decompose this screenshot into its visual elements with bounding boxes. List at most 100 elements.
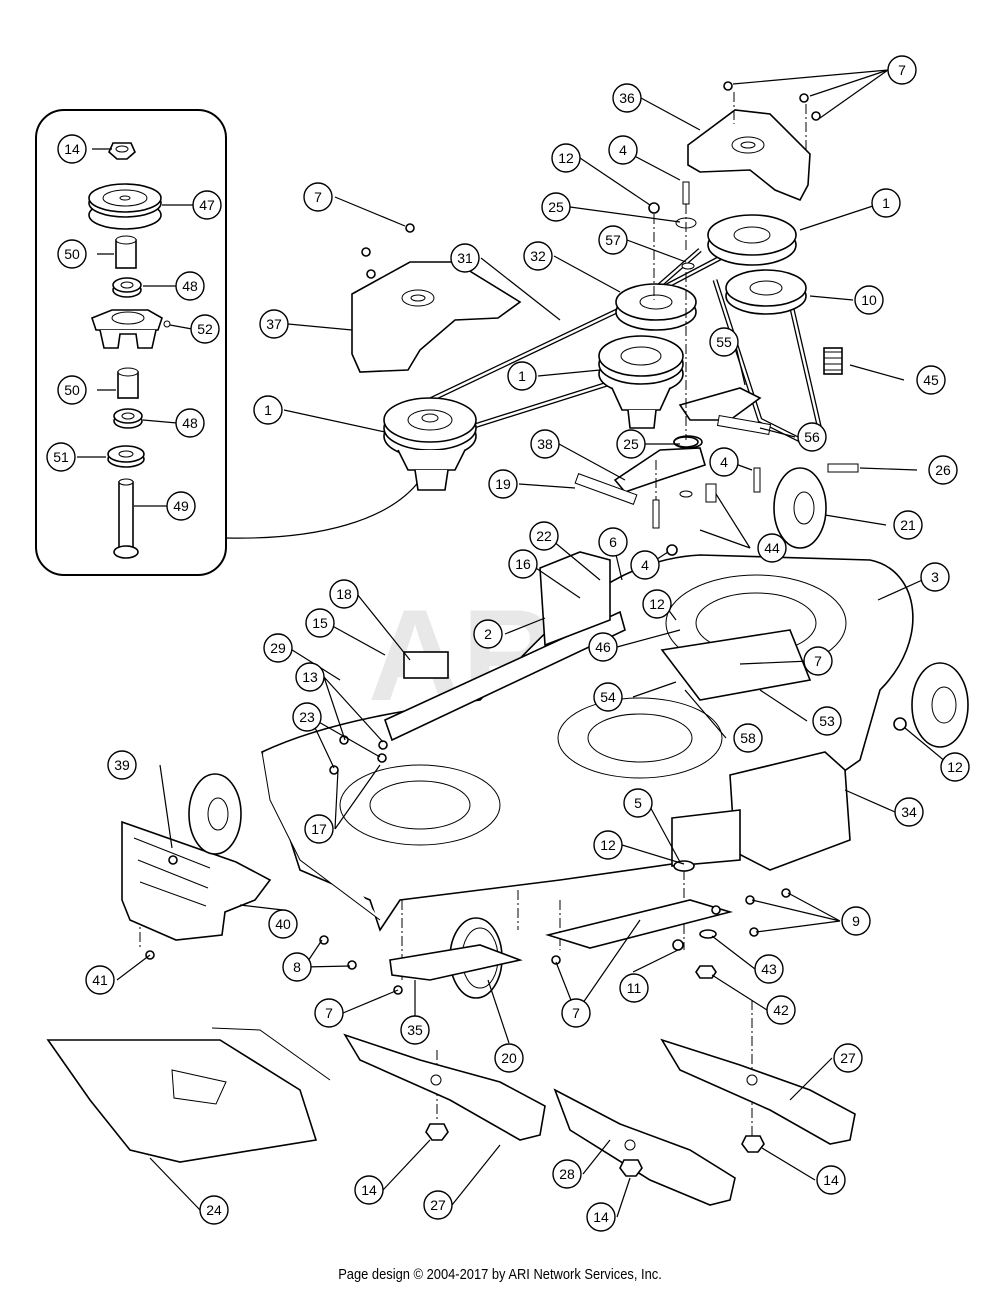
callout-39: 39 [107,750,137,780]
svg-text:8: 8 [293,959,301,975]
callout-15: 15 [305,608,335,638]
spacer-bottom [117,367,139,399]
callout-17: 17 [304,814,334,844]
callout-12: 12 [940,752,970,782]
bearing-top [112,277,142,298]
wheel-right [911,662,969,748]
discharge-chute [46,1027,331,1163]
callout-14: 14 [816,1165,846,1195]
callout-12: 12 [551,143,581,173]
callout-58: 58 [733,723,763,753]
svg-text:50: 50 [64,246,80,262]
callout-41: 41 [85,965,115,995]
svg-text:50: 50 [64,382,80,398]
idler-pulley-32 [615,283,697,331]
svg-text:38: 38 [537,436,553,452]
callout-4: 4 [630,550,660,580]
svg-text:48: 48 [182,415,198,431]
callout-35: 35 [400,1015,430,1045]
svg-text:27: 27 [430,1197,446,1213]
svg-text:36: 36 [619,90,635,106]
mulch-cover [121,820,272,941]
callout-4: 4 [608,135,638,165]
left-pulley-cover [351,261,522,373]
svg-text:51: 51 [53,449,69,465]
callout-6: 6 [598,527,628,557]
callout-50: 50 [57,375,87,405]
callout-20: 20 [494,1043,524,1073]
callout-19: 19 [488,469,518,499]
svg-text:45: 45 [923,372,939,388]
svg-text:52: 52 [197,321,213,337]
callout-50: 50 [57,239,87,269]
callout-14: 14 [354,1175,384,1205]
svg-text:1: 1 [518,368,526,384]
svg-text:39: 39 [114,757,130,773]
svg-text:48: 48 [182,278,198,294]
svg-text:14: 14 [361,1182,377,1198]
callout-40: 40 [268,909,298,939]
svg-text:43: 43 [761,961,777,977]
callout-5: 5 [623,788,653,818]
wheel-rear-left [188,773,242,855]
wheel-21 [773,467,827,549]
callout-21: 21 [893,510,923,540]
callout-52: 52 [190,314,220,344]
spacer-top [115,235,137,269]
callout-7: 7 [314,998,344,1028]
callout-27: 27 [423,1190,453,1220]
svg-text:15: 15 [312,615,328,631]
bearing-bottom [113,408,143,429]
bottom-hardware [145,717,907,995]
svg-text:25: 25 [548,199,564,215]
svg-text:46: 46 [595,639,611,655]
callout-7: 7 [803,646,833,676]
callout-1: 1 [253,395,283,425]
callout-12: 12 [642,589,672,619]
svg-text:31: 31 [457,250,473,266]
svg-text:57: 57 [605,232,621,248]
callout-46: 46 [588,632,618,662]
svg-text:26: 26 [935,462,951,478]
svg-text:47: 47 [199,197,215,213]
deck-hanger-bracket [384,551,626,742]
idler-spring [716,414,772,436]
svg-text:10: 10 [861,292,877,308]
svg-text:18: 18 [336,586,352,602]
tension-spring [574,473,638,505]
svg-text:11: 11 [627,980,642,996]
svg-text:12: 12 [600,837,616,853]
svg-text:40: 40 [275,916,291,932]
callout-16: 16 [508,549,538,579]
callout-56: 56 [797,422,827,452]
svg-text:7: 7 [325,1005,333,1021]
svg-text:9: 9 [852,913,860,929]
baffle-plate [389,899,733,981]
svg-text:13: 13 [302,669,318,685]
callout-48: 48 [175,408,205,438]
svg-text:28: 28 [559,1166,575,1182]
svg-text:37: 37 [266,316,282,332]
svg-text:21: 21 [900,517,916,533]
svg-text:14: 14 [64,141,80,157]
center-spindle-pulley [598,335,684,429]
callout-25: 25 [616,429,646,459]
callout-14: 14 [586,1202,616,1232]
callout-31: 31 [450,243,480,273]
callout-47: 47 [192,190,222,220]
svg-text:7: 7 [572,1005,580,1021]
svg-text:41: 41 [92,972,108,988]
svg-text:58: 58 [740,730,756,746]
svg-text:4: 4 [641,557,649,573]
copyright-footer: Page design © 2004-2017 by ARI Network S… [338,1266,662,1283]
callout-1: 1 [871,188,901,218]
left-spindle-pulley [383,397,477,491]
callout-1: 1 [507,361,537,391]
callout-37: 37 [259,309,289,339]
svg-text:2: 2 [484,626,492,642]
svg-text:20: 20 [501,1050,517,1066]
callout-51: 51 [46,442,76,472]
callout-45: 45 [916,365,946,395]
svg-text:5: 5 [634,795,642,811]
